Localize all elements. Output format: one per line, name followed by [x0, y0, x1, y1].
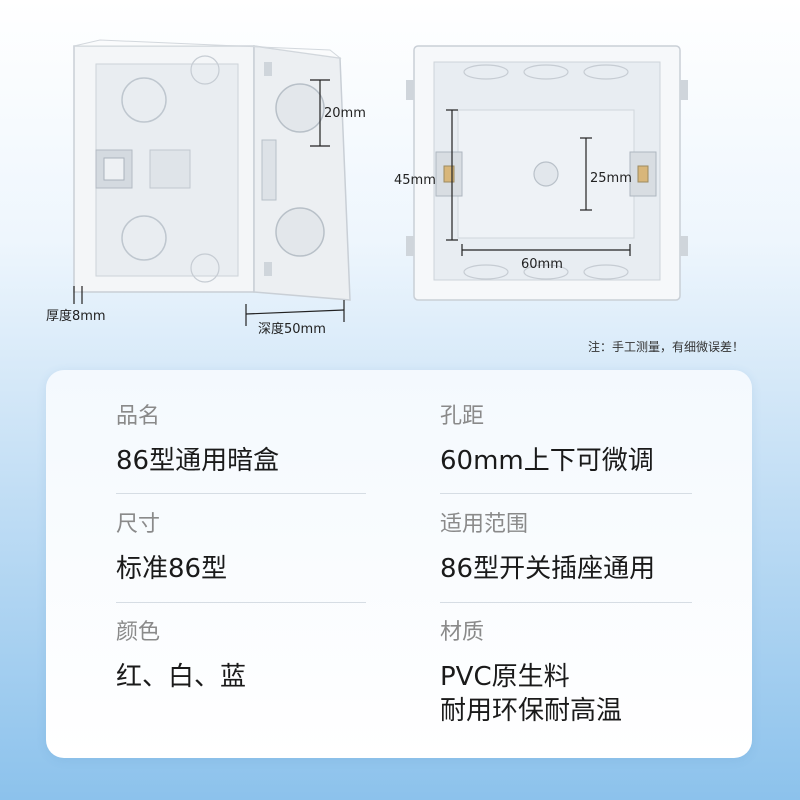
divider [116, 602, 366, 603]
dim-label-45mm: 45mm [394, 173, 436, 188]
divider [116, 493, 366, 494]
spec-color: 颜色 红、白、蓝 [116, 618, 366, 694]
dim-label-25mm: 25mm [590, 171, 632, 186]
dim-label-60mm: 60mm [521, 257, 563, 272]
box-front-view [406, 45, 688, 301]
spec-scope-label: 适用范围 [440, 512, 529, 537]
spec-card: 品名 86型通用暗盒 孔距 60mm上下可微调 尺寸 标准86型 适用范围 86… [46, 370, 752, 758]
spec-name-value: 86型通用暗盒 [116, 446, 280, 476]
spec-material-value-line1: PVC原生料 [440, 662, 570, 692]
box-perspective-view [73, 39, 351, 326]
spec-name: 品名 86型通用暗盒 [116, 402, 366, 478]
spec-material-value-line2: 耐用环保耐高温 [440, 696, 623, 726]
spec-spacing-value: 60mm上下可微调 [440, 446, 654, 476]
spec-name-label: 品名 [116, 404, 161, 429]
spec-spacing-label: 孔距 [440, 404, 485, 429]
dim-label-thickness: 厚度8mm [46, 308, 106, 324]
spec-size-label: 尺寸 [116, 512, 161, 537]
product-illustration: 20mm 厚度8mm 深度50mm 45mm 25mm 60mm [46, 39, 688, 337]
product-image-area: 20mm 厚度8mm 深度50mm 45mm 25mm 60mm [0, 0, 800, 360]
spec-scope-value: 86型开关插座通用 [440, 554, 656, 584]
divider [440, 602, 692, 603]
measurement-note: 注：手工测量，有细微误差！ [587, 340, 744, 354]
spec-material-label: 材质 [440, 620, 485, 645]
spec-color-label: 颜色 [116, 620, 161, 645]
spec-spacing: 孔距 60mm上下可微调 [440, 402, 730, 478]
spec-size: 尺寸 标准86型 [116, 510, 366, 586]
spec-color-value: 红、白、蓝 [116, 662, 247, 692]
spec-size-value: 标准86型 [116, 554, 228, 584]
divider [440, 493, 692, 494]
dim-label-20mm: 20mm [324, 106, 366, 121]
spec-material: 材质 PVC原生料 耐用环保耐高温 [440, 618, 730, 728]
dim-label-depth: 深度50mm [258, 321, 326, 337]
spec-scope: 适用范围 86型开关插座通用 [440, 510, 730, 586]
